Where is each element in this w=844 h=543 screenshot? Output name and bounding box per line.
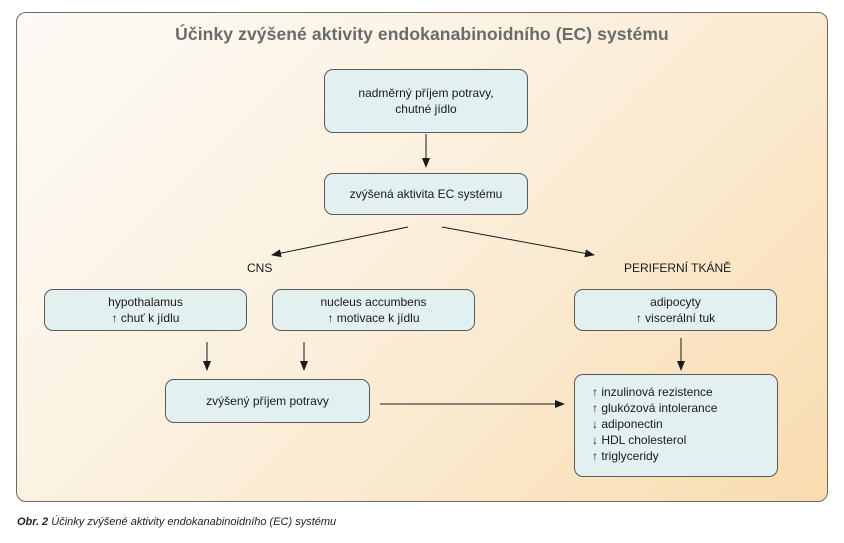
node-text-line: ↑ viscerální tuk bbox=[635, 311, 716, 325]
node-text-line: zvýšený příjem potravy bbox=[206, 394, 329, 408]
node-text-line: ↑ motivace k jídlu bbox=[327, 311, 420, 325]
diagram-title: Účinky zvýšené aktivity endokanabinoidní… bbox=[175, 24, 669, 44]
node-text-line: nadměrný příjem potravy, bbox=[358, 86, 494, 100]
effect-item: ↑ glukózová intolerance bbox=[592, 401, 718, 415]
node-ec-activity: zvýšená aktivita EC systému bbox=[324, 173, 528, 215]
node-text-line: ↑ chuť k jídlu bbox=[111, 311, 180, 325]
node-text-line: chutné jídlo bbox=[395, 102, 457, 116]
effect-item: ↑ inzulinová rezistence bbox=[592, 385, 713, 399]
node-text-line: adipocyty bbox=[650, 295, 701, 309]
node-increased-food-intake: zvýšený příjem potravy bbox=[165, 379, 370, 423]
node-adipocytes: adipocyty ↑ viscerální tuk bbox=[574, 289, 777, 331]
figure-caption: Obr. 2 Účinky zvýšené aktivity endokanab… bbox=[17, 516, 336, 528]
node-hypothalamus: hypothalamus ↑ chuť k jídlu bbox=[44, 289, 247, 331]
effect-item: ↓ adiponectin bbox=[592, 417, 663, 431]
node-text-line: nucleus accumbens bbox=[320, 295, 427, 309]
node-nucleus-accumbens: nucleus accumbens ↑ motivace k jídlu bbox=[272, 289, 475, 331]
figure-number: Obr. 2 bbox=[17, 516, 49, 528]
node-text-line: zvýšená aktivita EC systému bbox=[349, 187, 503, 201]
figure-caption-text: Účinky zvýšené aktivity endokanabinoidní… bbox=[51, 516, 337, 528]
label-peripheral-tissues: PERIFERNÍ TKÁNĚ bbox=[624, 261, 732, 275]
effect-item: ↑ triglyceridy bbox=[592, 449, 659, 463]
node-text-line: hypothalamus bbox=[108, 295, 183, 309]
effect-item: ↓ HDL cholesterol bbox=[592, 433, 687, 447]
label-cns: CNS bbox=[247, 261, 273, 275]
node-metabolic-effects: ↑ inzulinová rezistence ↑ glukózová into… bbox=[574, 374, 778, 477]
node-excess-food-intake: nadměrný příjem potravy, chutné jídlo bbox=[324, 69, 528, 133]
